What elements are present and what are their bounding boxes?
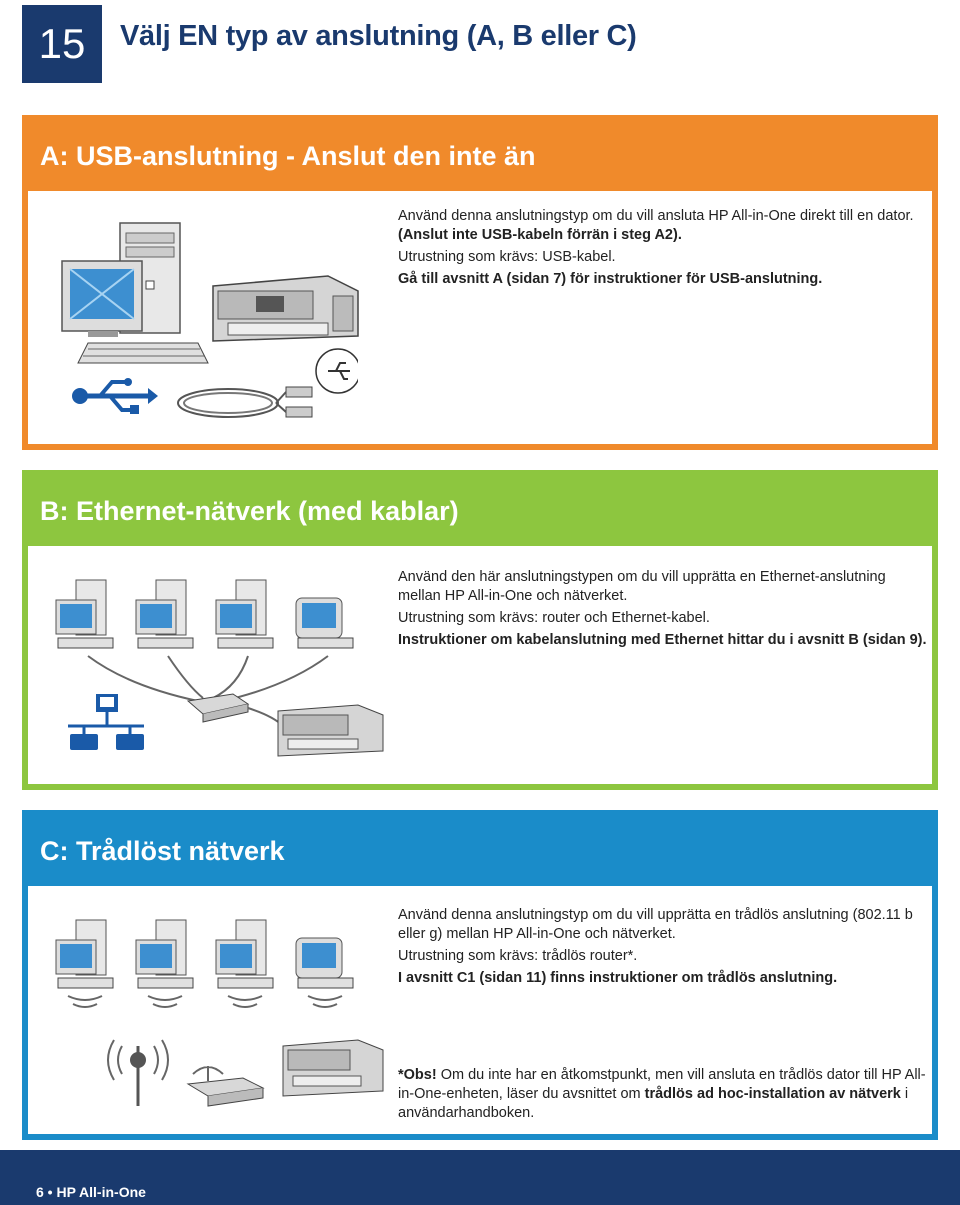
network-icon xyxy=(68,694,144,750)
section-c-p3: I avsnitt C1 (sidan 11) finns instruktio… xyxy=(398,970,838,986)
section-a-p1: Använd denna anslutningstyp om du vill a… xyxy=(398,208,914,224)
computer-icon xyxy=(215,579,274,649)
note-text-2: i användarhandboken. xyxy=(398,1086,909,1121)
ethernet-network-diagram xyxy=(55,579,384,757)
footer-text: 6 • HP All-in-One xyxy=(36,1184,146,1200)
section-c-wireless: C: Trådlöst nätverk Använd denna anslutn… xyxy=(22,810,938,1140)
note-bold-2: trådlös ad hoc-installation av nätverk xyxy=(644,1086,901,1102)
section-a-p1-bold: (Anslut inte USB-kabeln förrän i steg A2… xyxy=(398,227,682,243)
computer-icon xyxy=(295,597,354,649)
section-b-ethernet: B: Ethernet-nätverk (med kablar) Använd … xyxy=(22,470,938,790)
wireless-antenna-icon xyxy=(107,1039,169,1106)
computer-icon xyxy=(61,222,209,364)
computer-icon xyxy=(135,579,194,649)
wireless-network-diagram xyxy=(55,919,384,1107)
computer-icon xyxy=(295,937,354,1008)
section-b-p1: Använd den här anslutningstypen om du vi… xyxy=(398,569,886,604)
printer-icon xyxy=(277,704,384,757)
step-number: 15 xyxy=(22,5,102,83)
router-icon xyxy=(186,1066,265,1107)
note-text-1: Om du inte har en åtkomstpunkt, men vill… xyxy=(398,1067,926,1102)
section-c-title: C: Trådlöst nätverk xyxy=(28,816,932,886)
footer-bar: 6 • HP All-in-One xyxy=(0,1150,960,1205)
usb-cable-icon xyxy=(177,348,358,418)
section-b-p3: Instruktioner om kabelanslutning med Eth… xyxy=(398,632,927,648)
computer-icon xyxy=(55,919,114,1008)
section-c-p1: Använd denna anslutningstyp om du vill u… xyxy=(398,907,913,942)
section-a-title: A: USB-anslutning - Anslut den inte än xyxy=(28,121,932,191)
router-icon xyxy=(186,693,250,723)
printer-icon xyxy=(212,275,359,342)
page-title: Välj EN typ av anslutning (A, B eller C) xyxy=(120,20,637,52)
printer-icon xyxy=(282,1039,384,1097)
computer-icon xyxy=(135,919,194,1008)
section-a-usb: A: USB-anslutning - Anslut den inte än A… xyxy=(22,115,938,450)
computer-icon xyxy=(215,919,274,1008)
section-a-p2: Utrustning som krävs: USB-kabel. xyxy=(398,249,616,265)
usb-icon xyxy=(72,378,158,414)
computer-icon xyxy=(55,579,114,649)
section-a-p3: Gå till avsnitt A (sidan 7) för instrukt… xyxy=(398,271,823,287)
section-c-text: Använd denna anslutningstyp om du vill u… xyxy=(398,906,928,991)
section-a-text: Använd denna anslutningstyp om du vill a… xyxy=(398,207,928,292)
section-b-p2: Utrustning som krävs: router och Etherne… xyxy=(398,610,710,626)
section-c-note: *Obs! Om du inte har en åtkomstpunkt, me… xyxy=(398,1066,928,1126)
section-b-text: Använd den här anslutningstypen om du vi… xyxy=(398,568,928,653)
note-label: *Obs! xyxy=(398,1067,437,1083)
section-c-p2: Utrustning som krävs: trådlös router*. xyxy=(398,948,638,964)
section-b-title: B: Ethernet-nätverk (med kablar) xyxy=(28,476,932,546)
